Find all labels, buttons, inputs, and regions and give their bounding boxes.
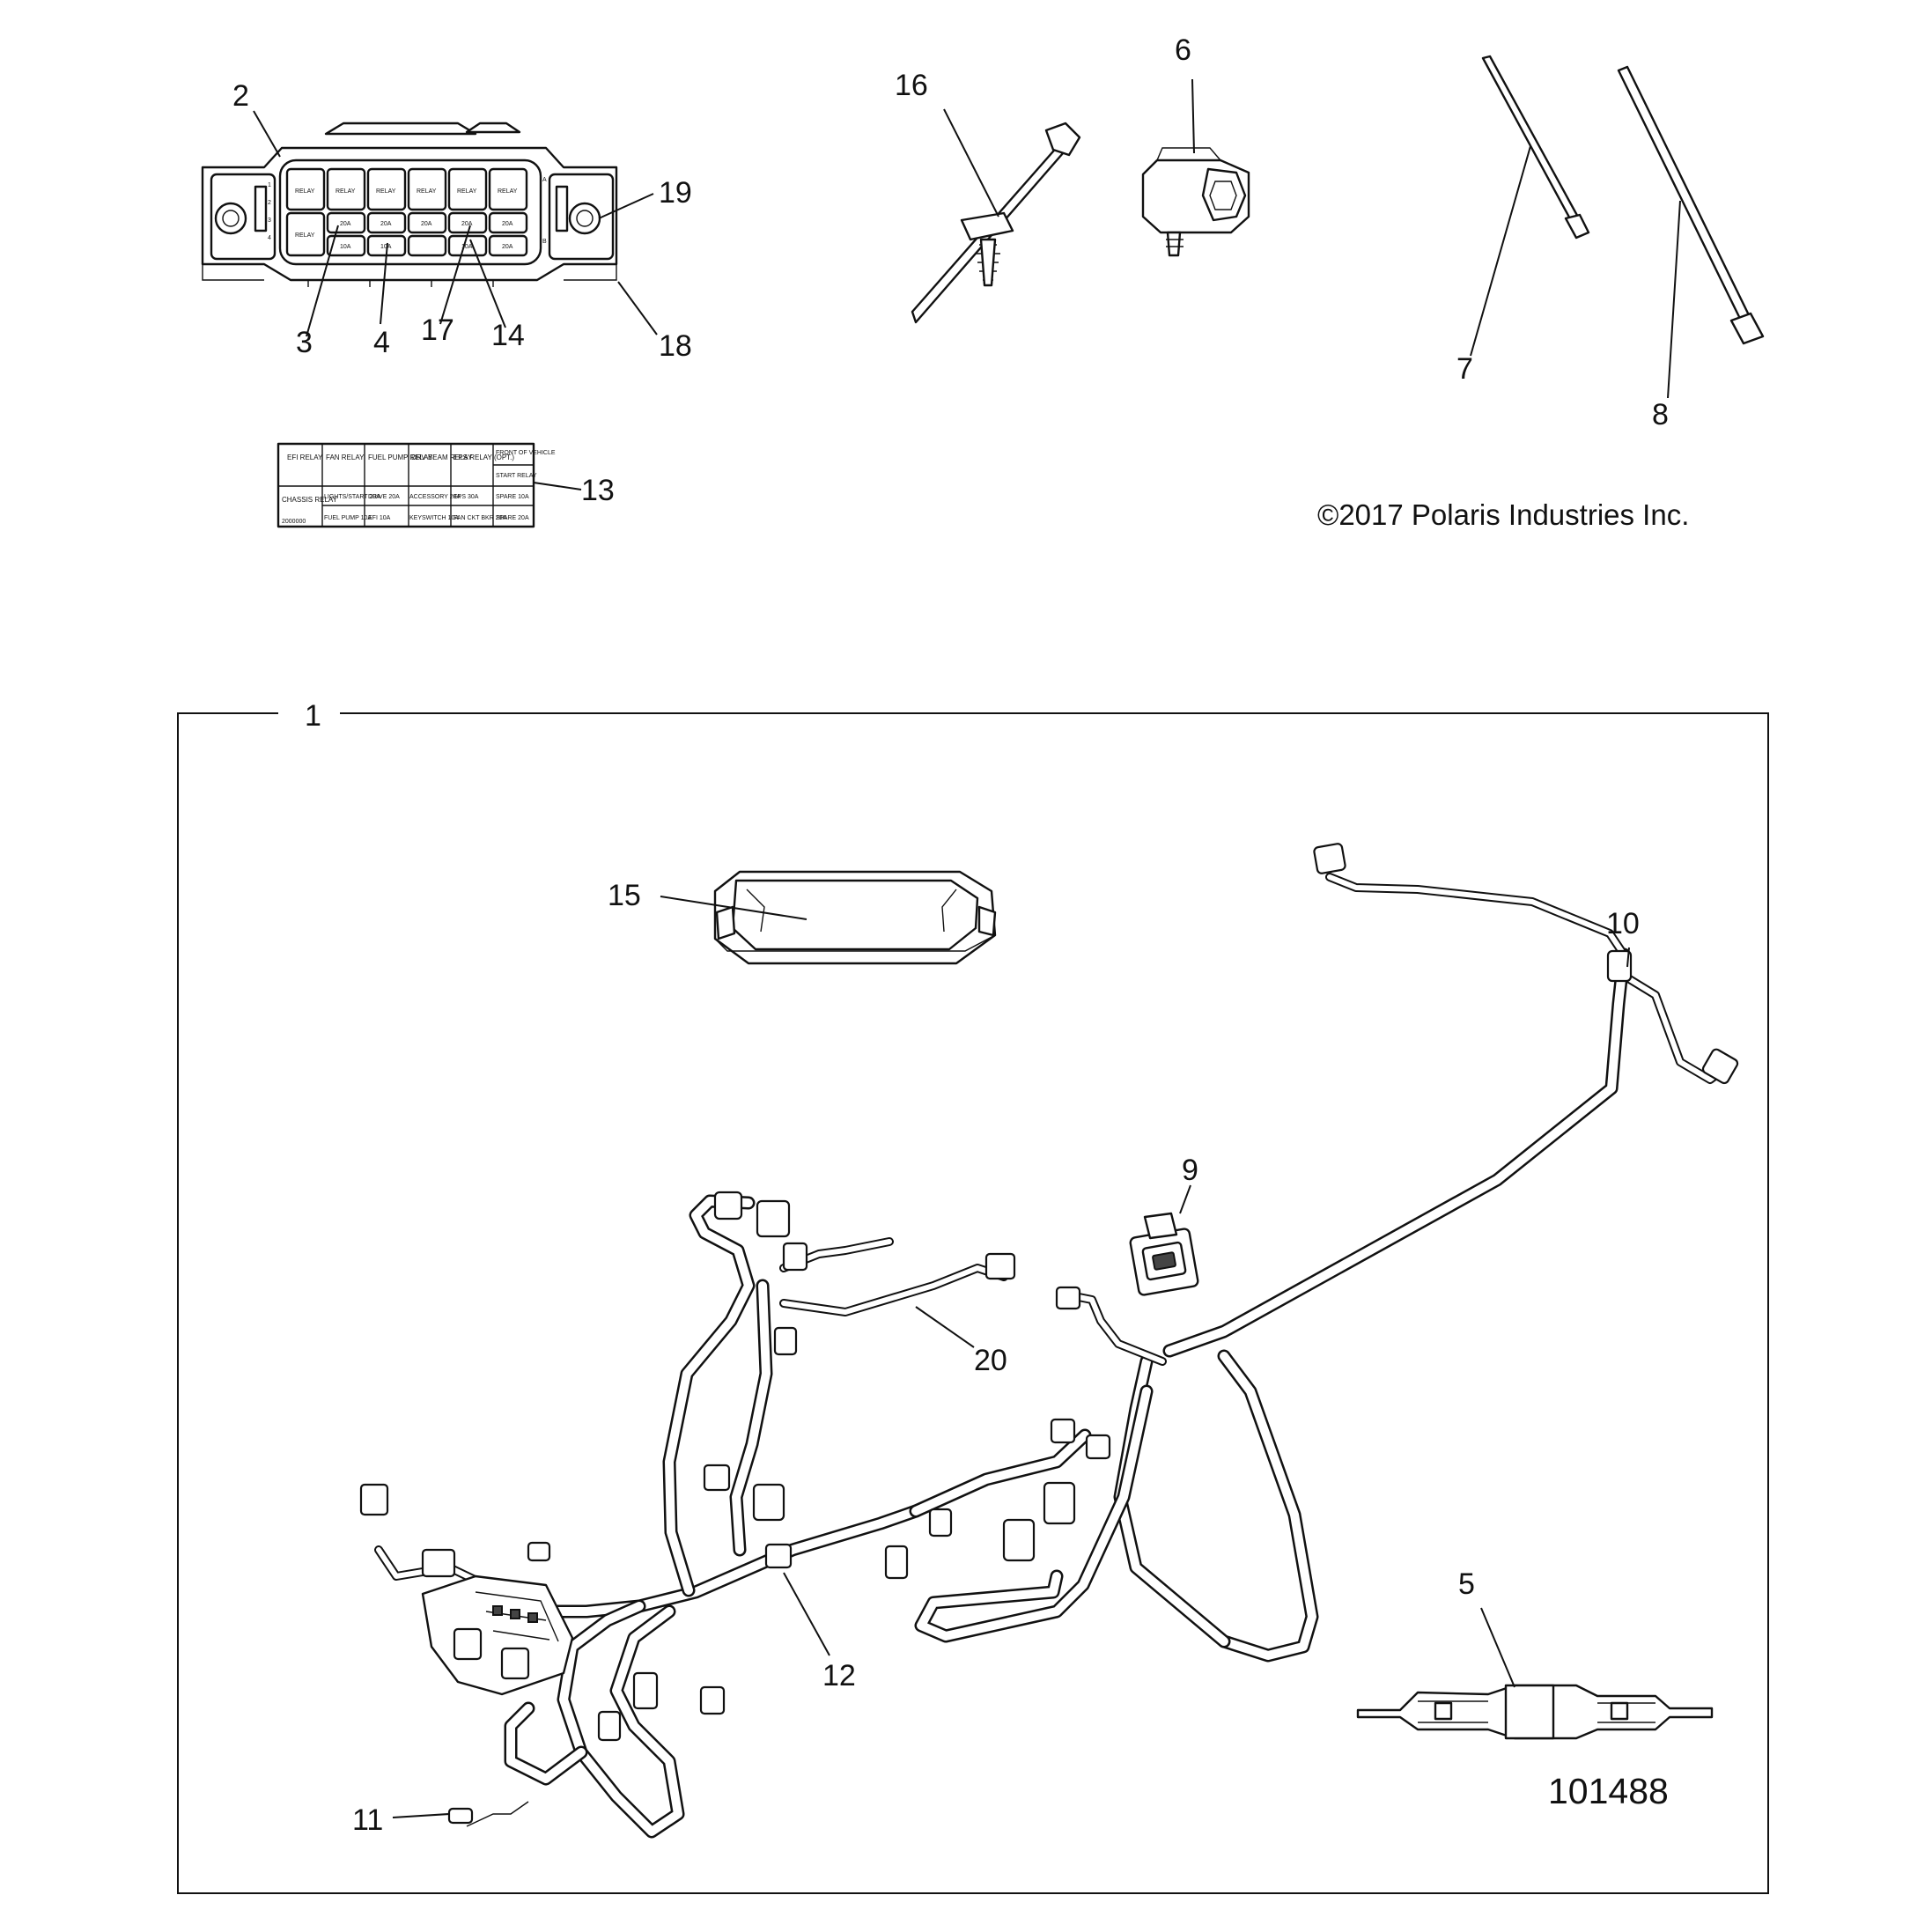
fuse-rating: 10A xyxy=(380,244,392,250)
decal-text: CHASSIS RELAY xyxy=(282,496,338,504)
decal-text: EPS RELAY (OPT.) xyxy=(454,454,514,461)
callout-6: 6 xyxy=(1175,33,1191,67)
callout-10: 10 xyxy=(1606,907,1640,940)
fuse-box-cover xyxy=(713,870,997,965)
decal-text: FUEL PUMP 10A xyxy=(324,515,372,521)
connector-clip xyxy=(1141,147,1250,257)
column-letter: B xyxy=(542,239,547,245)
callout-2: 2 xyxy=(232,79,249,113)
decal-text: DRIVE 20A xyxy=(368,494,400,500)
decal-text: DRV BEAM RELAY xyxy=(411,454,473,461)
callout-11: 11 xyxy=(352,1803,383,1837)
fuse-rating: 20A xyxy=(380,221,392,227)
callout-20: 20 xyxy=(974,1344,1007,1377)
row-number: 2 xyxy=(268,200,271,206)
callout-17: 17 xyxy=(421,313,454,347)
decal-text: FRONT OF VEHICLE xyxy=(496,450,556,456)
fuse-rating: 20A xyxy=(502,244,513,250)
relay-row: RELAY RELAY RELAY RELAY RELAY RELAY RELA… xyxy=(285,167,528,257)
decal-text: SPARE 20A xyxy=(496,515,529,521)
decal-text: FAN RELAY xyxy=(326,454,365,461)
column-letter: A xyxy=(542,177,547,183)
relay-label: RELAY xyxy=(417,188,437,195)
fuse-rating: 20A xyxy=(340,221,351,227)
row-number: 3 xyxy=(268,218,271,224)
push-mount-cable-tie xyxy=(911,122,1081,324)
fuse-rating: 20A xyxy=(502,221,513,227)
callout-13: 13 xyxy=(581,474,615,507)
inline-fuse-holder xyxy=(1356,1684,1714,1740)
callout-4: 4 xyxy=(373,326,390,359)
main-wiring-harness xyxy=(374,873,1729,1839)
relay-label: RELAY xyxy=(295,188,315,195)
callout-3: 3 xyxy=(296,326,313,359)
callout-1: 1 xyxy=(305,699,321,733)
decal-text: 2000000 xyxy=(282,519,306,525)
fuse-rating: 10A xyxy=(461,244,473,250)
decal-text: LIGHTS/START 20A xyxy=(324,494,380,500)
callout-14: 14 xyxy=(491,319,525,352)
row-number: 4 xyxy=(268,235,271,241)
callout-8: 8 xyxy=(1652,398,1669,431)
fuse-label-decal: EFI RELAY FAN RELAY FUEL PUMP RELAY DRV … xyxy=(277,442,556,528)
relay-label: RELAY xyxy=(376,188,396,195)
fuse-rating: 20A xyxy=(421,221,432,227)
row-number: 1 xyxy=(268,182,271,188)
callout-9: 9 xyxy=(1182,1154,1198,1187)
callout-15: 15 xyxy=(608,879,641,912)
callout-7: 7 xyxy=(1456,352,1473,386)
connector-9 xyxy=(1129,1212,1199,1296)
callout-16: 16 xyxy=(895,69,928,102)
decal-text: FAN CKT BKR 20A xyxy=(454,515,507,521)
fuse-rating: 20A xyxy=(461,221,473,227)
decal-text: EPS 30A xyxy=(454,494,479,500)
decal-text: START RELAY xyxy=(496,473,537,479)
copyright-notice: ©2017 Polaris Industries Inc. xyxy=(1317,498,1689,531)
decal-text: EFI RELAY xyxy=(287,454,323,461)
cable-tie-long xyxy=(1617,65,1765,345)
callout-18: 18 xyxy=(659,329,692,363)
decal-text: SPARE 10A xyxy=(496,494,529,500)
relay-label: RELAY xyxy=(457,188,477,195)
callout-12: 12 xyxy=(822,1659,856,1692)
callout-19: 19 xyxy=(659,176,692,210)
fuse-rating: 10A xyxy=(340,244,351,250)
relay-label: RELAY xyxy=(295,232,315,239)
fuse-box-assembly: RELAY RELAY RELAY RELAY RELAY RELAY RELA… xyxy=(201,122,618,287)
cable-tie-short xyxy=(1481,55,1590,240)
decal-text: EFI 10A xyxy=(368,515,391,521)
harness-fuse-block xyxy=(421,1574,574,1696)
figure-number: 101488 xyxy=(1548,1771,1669,1811)
harness-connectors xyxy=(359,843,1739,1825)
decal-text: KEYSWITCH 10A xyxy=(409,515,459,521)
decal-text: FUEL PUMP RELAY xyxy=(368,454,433,461)
decal-text: ACCESSORY 20A xyxy=(409,494,461,500)
relay-label: RELAY xyxy=(336,188,356,195)
relay-label: RELAY xyxy=(498,188,518,195)
callout-5: 5 xyxy=(1458,1567,1475,1601)
